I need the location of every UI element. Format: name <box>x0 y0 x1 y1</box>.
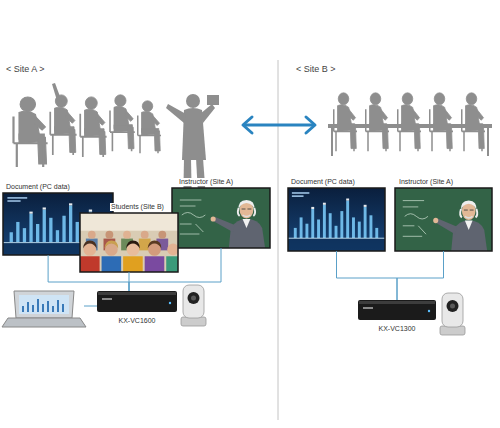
site-heading: < Site A > <box>6 64 45 75</box>
display-screen: Students (Site B) <box>80 213 178 272</box>
teacher-silhouette-part <box>166 104 186 123</box>
remote-students-silhouette-part <box>430 93 453 151</box>
remote-students-silhouette-part <box>328 124 492 128</box>
camera-a-part <box>183 285 204 318</box>
laptop-part <box>2 318 86 327</box>
double-arrow <box>243 117 315 133</box>
screen-students-part <box>80 213 179 272</box>
laptop-part <box>19 295 69 314</box>
connector-line <box>48 255 129 291</box>
screen-label: Document (PC data) <box>5 183 71 191</box>
codec-unit-b-part <box>359 301 435 304</box>
codec-unit-a-part <box>102 298 112 300</box>
seated-students-silhouette-part <box>110 95 135 151</box>
codec-unit-b <box>358 300 436 320</box>
connector-line <box>397 251 444 300</box>
codec-unit-a-part <box>169 302 171 304</box>
screen-students-part <box>80 213 178 272</box>
site-divider <box>278 60 279 420</box>
seated-students-silhouette-part <box>138 101 161 153</box>
screen-instructor-b <box>395 188 492 251</box>
connector-line <box>129 248 221 291</box>
display-screen: Instructor (Site A) <box>172 188 270 248</box>
laptop-part <box>14 291 74 318</box>
screen-label: Instructor (Site A) <box>398 178 454 186</box>
codec-unit: KX-VC1300 <box>358 300 436 320</box>
double-arrow-part <box>244 124 314 127</box>
site-heading: < Site B > <box>296 64 336 75</box>
display-screen: Document (PC data) <box>3 193 113 255</box>
device-label: KX-VC1300 <box>378 325 417 333</box>
camera-b-part <box>442 293 463 327</box>
screen-instructor-a-part <box>172 188 270 248</box>
codec-unit-b-part <box>363 307 373 309</box>
codec-unit-a-part <box>98 292 176 295</box>
seated-students-silhouette-part <box>14 97 48 167</box>
codec-unit-a-part <box>97 291 177 312</box>
camera-b-part <box>447 300 459 312</box>
display-screen: Document (PC data) <box>288 188 385 251</box>
screen-label: Students (Site B) <box>110 203 165 211</box>
screen-instructor-b-part <box>395 188 492 251</box>
connector-line <box>337 251 398 300</box>
teacher-silhouette-part <box>186 94 200 108</box>
remote-students-silhouette-part <box>366 93 389 151</box>
seated-students-silhouette-part <box>80 97 106 157</box>
screen-instructor-a-part <box>172 188 270 248</box>
screen-document-b-part <box>288 188 385 251</box>
camera-a <box>181 285 206 326</box>
codec-unit-b-part <box>428 310 430 312</box>
remote-students-silhouette-part <box>334 93 357 151</box>
remote-students-silhouette <box>328 93 492 156</box>
screen-document-b-part <box>288 188 385 251</box>
device-label: KX-VC1600 <box>118 317 157 325</box>
seated-students-silhouette <box>14 83 162 167</box>
codec-unit-b-part <box>358 300 436 320</box>
double-arrow-part <box>306 117 315 133</box>
laptop-part <box>84 306 97 307</box>
screen-label: Instructor (Site A) <box>178 178 234 186</box>
screen-instructor-b-part <box>395 188 492 251</box>
seated-students-silhouette-part <box>52 83 62 104</box>
double-arrow-part <box>243 117 252 133</box>
teacher-silhouette-part <box>207 95 219 105</box>
screen-label: Document (PC data) <box>290 178 356 186</box>
seated-students-silhouette-part <box>50 95 76 155</box>
codec-unit: KX-VC1600 <box>97 291 177 312</box>
camera-b-part <box>450 304 455 309</box>
screen-students <box>80 213 179 272</box>
codec-unit-a <box>97 291 177 312</box>
teacher-silhouette-part <box>200 104 215 123</box>
screen-instructor-a <box>172 188 270 248</box>
remote-students-silhouette-part <box>462 93 485 151</box>
display-screen: Instructor (Site A) <box>395 188 492 251</box>
remote-students-silhouette-part <box>398 93 421 151</box>
camera-b <box>440 293 465 335</box>
camera-a-part <box>188 292 200 304</box>
remote-students-silhouette-part <box>332 128 488 156</box>
laptop-part <box>23 299 63 312</box>
screen-document-b <box>288 188 385 251</box>
camera-a-part <box>191 296 196 301</box>
laptop <box>2 291 97 327</box>
